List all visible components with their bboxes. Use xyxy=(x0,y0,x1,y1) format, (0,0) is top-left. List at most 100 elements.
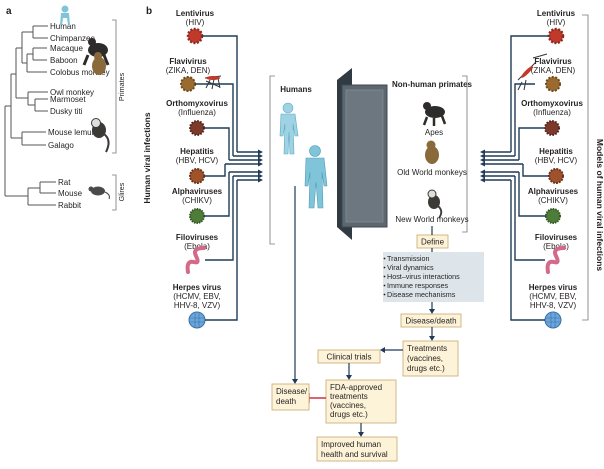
treatments-box xyxy=(402,340,459,377)
right-side-title: Models of human viral infections xyxy=(595,139,604,272)
humans-bracket xyxy=(269,75,275,245)
taxa-labels: Human Chimpanzee Macaque Baboon Colobus … xyxy=(48,22,110,210)
marmoset-icon xyxy=(91,118,110,153)
left-virus-sub-filoviruses: (Ebola) xyxy=(184,242,210,251)
define-item-disease-mechanisms: Disease mechanisms xyxy=(387,290,456,299)
glires-label: Glires xyxy=(117,182,126,201)
mosquito-icon xyxy=(204,75,222,90)
taxon-human: Human xyxy=(50,22,76,31)
orthomyxovirus-icon xyxy=(544,120,560,136)
baboon-icon xyxy=(92,52,106,75)
inhibit-arrow xyxy=(308,393,326,403)
nhp-new-world-label: New World monkeys xyxy=(395,215,468,224)
left-virus-sub-lentivirus: (HIV) xyxy=(186,18,205,27)
treatments-line-3: drugs etc.) xyxy=(407,364,445,373)
filovirus-icon xyxy=(545,246,566,274)
define-item-transmission: Transmission xyxy=(387,254,429,263)
fda-line-4: drugs etc.) xyxy=(330,410,368,419)
hepatitis-icon xyxy=(189,168,205,184)
right-virus-icons xyxy=(517,27,566,329)
define-label: Define xyxy=(421,238,445,247)
flavivirus-icon xyxy=(545,76,561,92)
lentivirus-icon xyxy=(186,27,204,45)
define-item-viral-dynamics: Viral dynamics xyxy=(387,263,434,272)
orthomyxovirus-icon xyxy=(189,120,205,136)
old-world-monkey-icon xyxy=(425,140,439,164)
right-virus-name-orthomyxovirus: Orthomyxovirus xyxy=(521,99,583,108)
right-virus-sub-filoviruses: (Ebola) xyxy=(543,242,569,251)
hepatitis-icon xyxy=(548,168,564,184)
right-virus-sub-orthomyxovirus: (Influenza) xyxy=(533,108,571,117)
alphavirus-icon xyxy=(545,208,561,224)
human-disease-death-line-2: death xyxy=(276,397,296,406)
taxon-galago: Galago xyxy=(48,141,74,150)
left-virus-sub-alphaviruses: (CHIKV) xyxy=(182,196,212,205)
right-virus-sub-hepatitis: (HBV, HCV) xyxy=(535,156,578,165)
right-virus-sub-herpes-2: HHV-8, VZV) xyxy=(530,301,577,310)
outcome-line-1: Improved human xyxy=(321,440,381,449)
right-virus-name-filoviruses: Filoviruses xyxy=(535,233,578,242)
human-female-icon xyxy=(279,102,299,155)
herpesvirus-icon xyxy=(544,311,562,329)
define-item-host-virus: Host–virus interactions xyxy=(387,272,460,281)
left-virus-name-alphaviruses: Alphaviruses xyxy=(172,187,223,196)
taxon-colobus: Colobus monkey xyxy=(50,68,110,77)
right-virus-list: Lentivirus (HIV) Flavivirus (ZIKA, DEN) … xyxy=(521,9,583,310)
left-virus-sub-herpes-1: (HCMV, EBV, xyxy=(173,292,220,301)
left-virus-sub-flavivirus: (ZIKA, DEN) xyxy=(166,66,211,75)
fda-line-1: FDA-approved xyxy=(330,383,382,392)
door-icon xyxy=(337,68,388,240)
mosquito-icon xyxy=(517,53,548,91)
nhp-disease-death-box xyxy=(400,313,462,328)
treatments-line-1: Treatments xyxy=(407,344,447,353)
human-figure-icon xyxy=(60,5,70,25)
clinical-trials-label: Clinical trials xyxy=(327,353,372,362)
outcome-line-2: health and survival xyxy=(321,450,388,459)
new-world-monkey-icon xyxy=(427,189,443,219)
left-virus-list: Lentivirus (HIV) Flavivirus (ZIKA, DEN) … xyxy=(166,9,229,310)
define-item-immune: Immune responses xyxy=(387,281,449,290)
nhp-bracket xyxy=(462,75,468,233)
right-virus-sub-alphaviruses: (CHIKV) xyxy=(538,196,568,205)
nhp-apes-label: Apes xyxy=(425,128,443,137)
right-virus-sub-herpes-1: (HCMV, EBV, xyxy=(529,292,576,301)
taxon-dusky-titi: Dusky titi xyxy=(50,107,83,116)
fda-approved-box xyxy=(325,379,397,424)
panel-b-label: b xyxy=(146,6,152,17)
taxon-rat: Rat xyxy=(58,178,71,187)
left-virus-name-orthomyxovirus: Orthomyxovirus xyxy=(166,99,228,108)
taxon-baboon: Baboon xyxy=(50,56,78,65)
right-virus-name-alphaviruses: Alphaviruses xyxy=(528,187,579,196)
ape-icon xyxy=(422,102,447,126)
flavivirus-icon xyxy=(180,76,196,92)
right-virus-sub-flavivirus: (ZIKA, DEN) xyxy=(531,66,576,75)
taxon-marmoset: Marmoset xyxy=(50,95,86,104)
taxon-owl-monkey: Owl monkey xyxy=(50,88,94,97)
taxon-mouse: Mouse xyxy=(58,189,83,198)
right-virus-name-lentivirus: Lentivirus xyxy=(537,9,576,18)
fda-line-2: treatments xyxy=(330,392,368,401)
taxon-chimpanzee: Chimpanzee xyxy=(50,34,95,43)
right-virus-name-herpes: Herpes virus xyxy=(529,283,578,292)
nhp-old-world-label: Old World monkeys xyxy=(397,168,467,177)
nhp-disease-death-label: Disease/death xyxy=(405,317,456,326)
define-items-panel xyxy=(383,252,484,302)
human-disease-death-box xyxy=(271,383,310,411)
primates-label: Primates xyxy=(117,72,126,101)
right-virus-sub-lentivirus: (HIV) xyxy=(547,18,566,27)
taxon-macaque: Macaque xyxy=(50,44,83,53)
alphavirus-icon xyxy=(189,208,205,224)
taxon-mouse-lemur: Mouse lemur xyxy=(48,128,95,137)
fda-line-3: (vaccines, xyxy=(330,401,366,410)
left-virus-name-herpes: Herpes virus xyxy=(173,283,222,292)
human-disease-death-line-1: Disease/ xyxy=(276,387,308,396)
mouse-icon xyxy=(88,186,110,200)
left-virus-name-filoviruses: Filoviruses xyxy=(176,233,219,242)
right-virus-name-flavivirus: Flavivirus xyxy=(534,57,572,66)
lentivirus-icon xyxy=(547,27,565,45)
human-male-icon xyxy=(304,145,328,209)
glires-bracket xyxy=(112,174,117,211)
panel-a-label: a xyxy=(6,6,12,17)
phylogenetic-tree xyxy=(4,25,56,206)
